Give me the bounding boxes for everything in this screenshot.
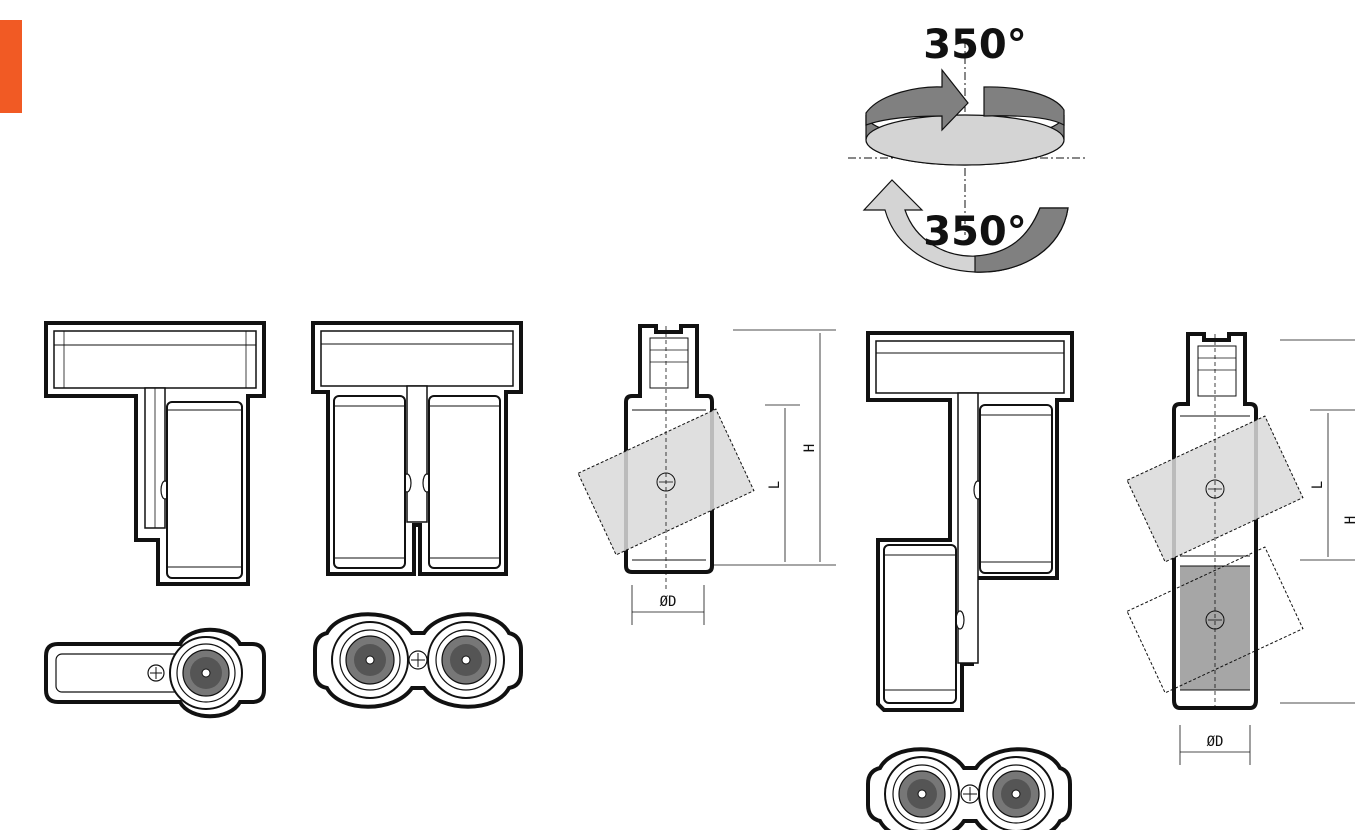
single-spot-front-view: H L ØD xyxy=(577,324,836,625)
accent-tab xyxy=(0,20,22,113)
single-spot-side-view xyxy=(44,321,266,586)
diameter-dimension-label: ØD xyxy=(1207,734,1224,750)
stacked-spot-front-view: L H ØD xyxy=(1126,332,1355,765)
diameter-dimension-label: ØD xyxy=(660,594,677,610)
double-spot-bottom-view xyxy=(313,612,523,709)
stacked-spot-bottom-view xyxy=(866,747,1072,835)
length-dimension-label: L xyxy=(1310,481,1326,489)
horizontal-rotation-label: 350° xyxy=(923,22,1027,68)
height-dimension-label: H xyxy=(1343,516,1355,524)
vertical-rotation-label: 350° xyxy=(923,209,1027,255)
rotation-graphic: 350° 350° xyxy=(848,22,1085,273)
single-spot-bottom-view xyxy=(44,627,266,719)
horizontal-rotation-arrow-icon xyxy=(865,68,1065,166)
height-dimension-label: H xyxy=(802,444,818,452)
length-dimension-label: L xyxy=(767,481,783,489)
stacked-spot-side-view xyxy=(866,331,1074,712)
vertical-rotation-arrow-icon xyxy=(862,179,1069,273)
double-spot-side-view xyxy=(311,321,523,576)
